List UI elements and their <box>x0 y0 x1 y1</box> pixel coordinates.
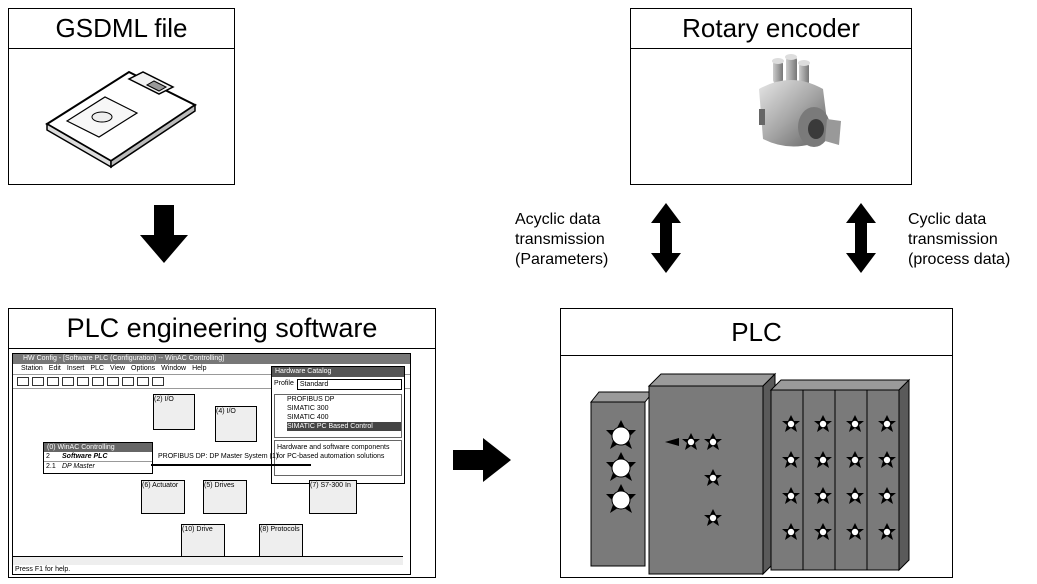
down-arrow-icon <box>140 205 188 263</box>
status-bar: Press F1 for help. <box>15 566 71 573</box>
station-module[interactable]: Software PLC <box>62 453 108 460</box>
menu-view[interactable]: View <box>110 365 126 372</box>
profibus-line <box>151 464 311 466</box>
node-box[interactable]: (4) I/O <box>215 406 257 442</box>
toolbar-copy-icon[interactable] <box>77 377 89 386</box>
catalog-profile-select[interactable]: Standard <box>296 379 402 390</box>
cyclic-label: Cyclic data transmission (process data) <box>908 210 1010 270</box>
hardware-catalog-panel: Hardware Catalog Profile Standard PROFIB… <box>271 366 405 484</box>
toolbar-catalog-icon[interactable] <box>137 377 149 386</box>
rotary-encoder-box: Rotary encoder <box>630 8 912 185</box>
toolbar-save-icon[interactable] <box>47 377 59 386</box>
station-window: (0) WinAC Controlling 2 Software PLC 2.1… <box>43 442 153 474</box>
node-box[interactable]: (6) Actuator <box>141 480 185 514</box>
plc-title: PLC <box>561 309 952 356</box>
plc-software-box: PLC engineering software HW Config - [So… <box>8 308 436 578</box>
catalog-tree: PROFIBUS DP SIMATIC 300 SIMATIC 400 SIMA… <box>274 394 402 438</box>
station-title: (0) WinAC Controlling <box>44 443 152 452</box>
node-box[interactable]: (7) S7-300 In <box>309 480 357 514</box>
station-module[interactable]: DP Master <box>62 463 95 470</box>
acyclic-label-line3: (Parameters) <box>515 251 609 268</box>
catalog-title: Hardware Catalog <box>272 367 404 377</box>
toolbar <box>13 375 410 389</box>
menu-edit[interactable]: Edit <box>48 365 61 372</box>
menu-plc[interactable]: PLC <box>90 365 104 372</box>
node-label: (8) Protocols <box>260 526 300 533</box>
station-slot: 2.1 <box>46 463 56 470</box>
cyclic-label-line3: (process data) <box>908 251 1011 268</box>
node-label: (7) S7-300 In <box>310 482 351 489</box>
cyclic-label-line1: Cyclic data <box>908 211 987 228</box>
acyclic-double-arrow-icon <box>651 203 681 273</box>
node-label: (5) Drives <box>204 482 235 489</box>
plc-modules-image <box>589 372 911 576</box>
catalog-item[interactable]: PROFIBUS DP <box>287 396 335 403</box>
plc-software-title: PLC engineering software <box>9 309 435 349</box>
catalog-item[interactable]: SIMATIC 400 <box>287 414 329 421</box>
cyclic-double-arrow-icon <box>846 203 876 273</box>
node-box[interactable]: (8) Protocols <box>259 524 303 558</box>
acyclic-label-line1: Acyclic data <box>515 211 601 228</box>
acyclic-label: Acyclic data transmission (Parameters) <box>515 210 608 270</box>
profibus-label: PROFIBUS DP: DP Master System (1) <box>158 453 279 460</box>
node-label: (10) Drive <box>182 526 213 533</box>
toolbar-print-icon[interactable] <box>62 377 74 386</box>
toolbar-open-icon[interactable] <box>32 377 44 386</box>
menu-insert[interactable]: Insert <box>66 365 85 372</box>
node-box[interactable]: (5) Drives <box>203 480 247 514</box>
toolbar-upload-icon[interactable] <box>122 377 134 386</box>
floppy-disk-icon <box>45 70 197 169</box>
rotary-encoder-title: Rotary encoder <box>631 9 911 49</box>
toolbar-paste-icon[interactable] <box>92 377 104 386</box>
toolbar-new-icon[interactable] <box>17 377 29 386</box>
toolbar-help-icon[interactable] <box>152 377 164 386</box>
menu-station[interactable]: Station <box>21 365 43 372</box>
plc-box: PLC <box>560 308 953 578</box>
node-label: (6) Actuator <box>142 482 179 489</box>
gsdml-file-title: GSDML file <box>9 9 234 49</box>
right-arrow-icon <box>453 438 511 482</box>
toolbar-download-icon[interactable] <box>107 377 119 386</box>
catalog-item[interactable]: SIMATIC 300 <box>287 405 329 412</box>
gsdml-file-box: GSDML file <box>8 8 235 185</box>
horizontal-scrollbar[interactable] <box>13 556 403 565</box>
window-titlebar: HW Config - [Software PLC (Configuration… <box>13 354 410 364</box>
node-label: (2) I/O <box>154 396 174 403</box>
catalog-description: Hardware and software components for PC-… <box>274 440 402 476</box>
menu-window[interactable]: Window <box>161 365 187 372</box>
cyclic-label-line2: transmission <box>908 231 998 248</box>
node-box[interactable]: (10) Drive <box>181 524 225 558</box>
catalog-profile-label: Profile <box>274 380 294 387</box>
station-slot: 2 <box>46 453 50 460</box>
hw-config-screenshot: HW Config - [Software PLC (Configuration… <box>12 353 411 575</box>
catalog-item[interactable]: SIMATIC PC Based Control <box>287 422 401 431</box>
rotary-encoder-image <box>759 54 841 147</box>
acyclic-label-line2: transmission <box>515 231 605 248</box>
node-box[interactable]: (2) I/O <box>153 394 195 430</box>
menu-bar: Station Edit Insert PLC View Options Win… <box>13 364 410 375</box>
menu-options[interactable]: Options <box>131 365 156 372</box>
node-label: (4) I/O <box>216 408 236 415</box>
menu-help[interactable]: Help <box>192 365 207 372</box>
